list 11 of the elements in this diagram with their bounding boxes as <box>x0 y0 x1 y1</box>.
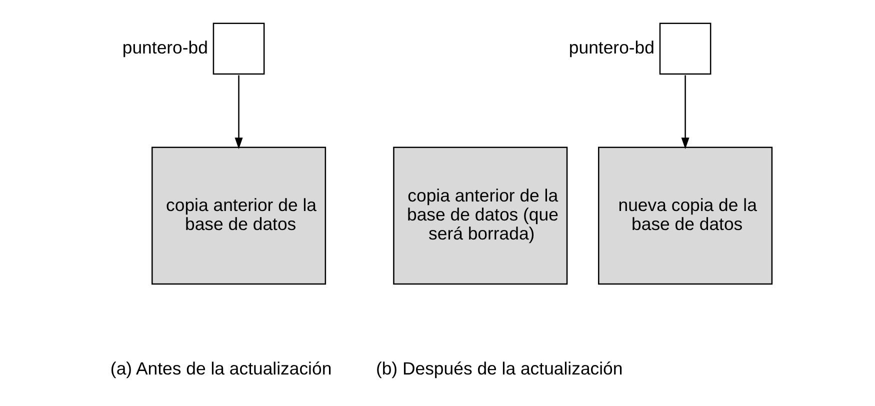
node-box: copia anterior de la base de datos <box>151 146 326 285</box>
node-box <box>658 22 711 75</box>
node-label: puntero-bd <box>122 37 208 58</box>
label: (a) Antes de la actualización <box>110 358 332 379</box>
label: (b) Después de la actualización <box>375 358 622 379</box>
node-label: puntero-bd <box>568 37 654 58</box>
arrow <box>680 75 689 150</box>
node-box: nueva copia de la base de datos <box>598 146 772 285</box>
node-box: copia anterior de la base de datos (que será borrada) <box>392 146 568 285</box>
node-box <box>212 22 264 75</box>
arrow <box>234 75 242 150</box>
